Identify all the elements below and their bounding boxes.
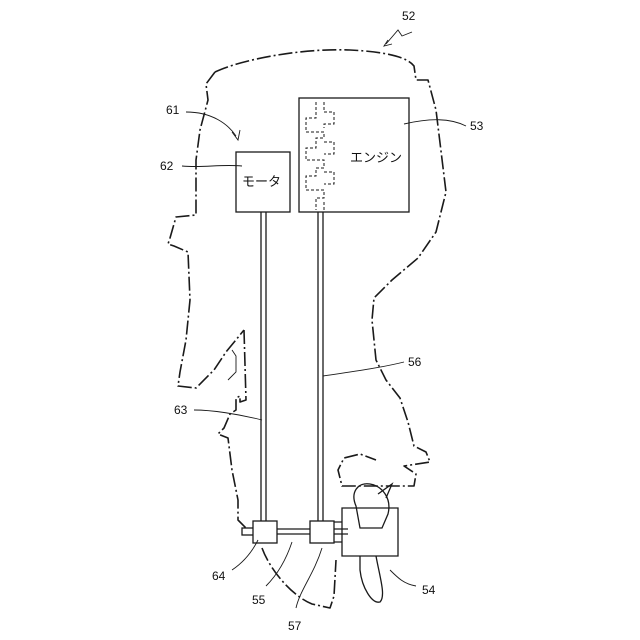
leader-54	[390, 570, 416, 586]
transom-notch	[228, 350, 236, 380]
gear-box-64	[253, 521, 277, 543]
drive-shaft-56	[318, 212, 323, 522]
leader-53	[404, 120, 466, 126]
ref-56: 56	[408, 355, 422, 369]
ref-52: 52	[402, 9, 416, 23]
ref-57: 57	[288, 619, 302, 633]
ref-54: 54	[422, 583, 436, 597]
motor-label: モータ	[242, 174, 281, 189]
engine-label: エンジン	[350, 150, 402, 165]
front-housing-outline	[168, 72, 244, 388]
leader-56	[323, 362, 404, 376]
leader-52-arrow	[384, 40, 392, 46]
ref-62: 62	[160, 159, 174, 173]
ref-55: 55	[252, 593, 266, 607]
ref-63: 63	[174, 403, 188, 417]
propeller-blade-lower	[360, 556, 383, 602]
ref-61: 61	[166, 103, 180, 117]
ref-53: 53	[470, 119, 484, 133]
leader-64	[232, 540, 258, 570]
prop-hub	[334, 508, 398, 556]
leader-57	[296, 548, 322, 608]
ref-64: 64	[212, 569, 226, 583]
lower-front-outline	[218, 330, 246, 528]
leader-52	[386, 30, 412, 44]
leader-62	[182, 165, 242, 166]
motor-shaft-63	[261, 212, 266, 522]
leader-61	[186, 112, 236, 136]
propeller-tip-upper	[378, 484, 392, 498]
gear-box-57	[310, 521, 334, 543]
